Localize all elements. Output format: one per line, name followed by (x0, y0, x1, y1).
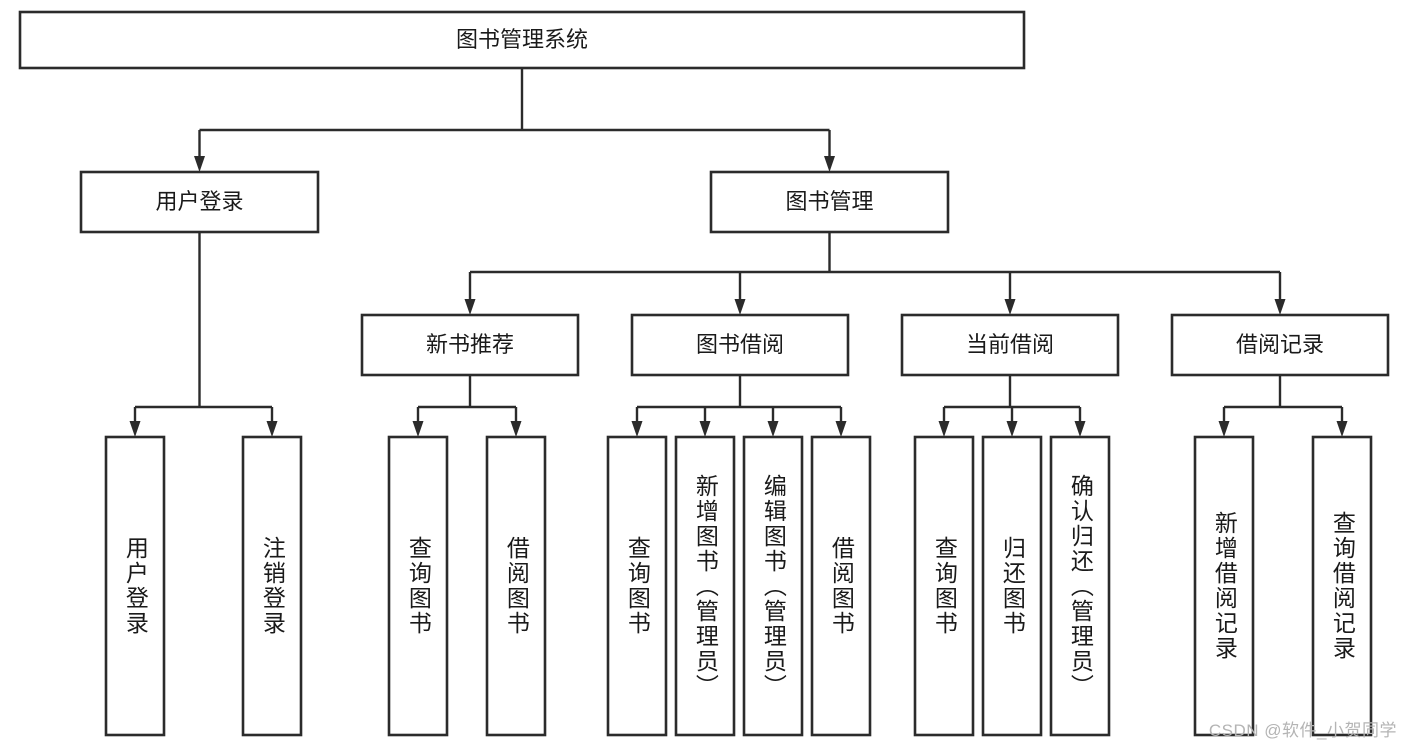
root-arrow-0 (194, 156, 205, 172)
leaf-node-1-rect (241, 435, 303, 737)
leaf-node-6[interactable] (742, 435, 804, 737)
leaf-node-0-rect (104, 435, 166, 737)
mgmt-arrow-3 (1274, 299, 1286, 315)
level3-node-2-rect (900, 313, 1120, 377)
level2-node-0[interactable]: 用户登录 (79, 170, 320, 234)
leaf-node-10-rect (1049, 435, 1111, 737)
level3-node-0-rect (360, 313, 580, 377)
root-arrow-1 (824, 156, 835, 172)
leaf-node-1[interactable] (241, 435, 303, 737)
leaf-node-2-rect (387, 435, 449, 737)
csdn-watermark: CSDN @软件_小贺同学 (1208, 721, 1397, 740)
level3-node-3-rect (1170, 313, 1390, 377)
sub-arrow-3-1 (1006, 421, 1018, 437)
root-node-label: 图书管理系统 (456, 27, 588, 52)
sub-arrow-4-0 (1218, 421, 1230, 437)
level3-node-2[interactable]: 当前借阅 (900, 313, 1120, 377)
leaf-node-7-rect (810, 435, 872, 737)
leaf-node-9[interactable] (981, 435, 1043, 737)
leaf-node-11[interactable] (1193, 435, 1255, 737)
leaf-node-5[interactable] (674, 435, 736, 737)
mgmt-arrow-0 (464, 299, 476, 315)
leaf-node-5-rect (674, 435, 736, 737)
sub-arrow-1-1 (510, 421, 522, 437)
level3-node-1-label: 图书借阅 (696, 332, 784, 357)
leaf-node-3[interactable] (485, 435, 547, 737)
sub-arrow-4-1 (1336, 421, 1348, 437)
leaf-node-11-rect (1193, 435, 1255, 737)
leaf-node-12-rect (1311, 435, 1373, 737)
level3-node-2-label: 当前借阅 (966, 332, 1054, 357)
leaf-node-9-rect (981, 435, 1043, 737)
level2-node-1-label: 图书管理 (785, 189, 873, 214)
connector-lines (129, 68, 1348, 437)
sub-arrow-2-2 (767, 421, 779, 437)
level3-node-3[interactable]: 借阅记录 (1170, 313, 1390, 377)
leaf-node-12[interactable] (1311, 435, 1373, 737)
level2-node-1-rect (709, 170, 950, 234)
sub-arrow-2-3 (835, 421, 847, 437)
leaf-node-10[interactable] (1049, 435, 1111, 737)
leaf-node-8[interactable] (913, 435, 975, 737)
mgmt-arrow-2 (1004, 299, 1016, 315)
leaf-node-6-rect (742, 435, 804, 737)
sub-arrow-0-0 (129, 421, 141, 437)
sub-arrow-2-1 (699, 421, 711, 437)
level2-node-0-label: 用户登录 (155, 189, 243, 214)
level3-node-1-rect (630, 313, 850, 377)
leaf-node-8-rect (913, 435, 975, 737)
leaf-node-3-rect (485, 435, 547, 737)
leaf-node-2[interactable] (387, 435, 449, 737)
leaf-node-0[interactable] (104, 435, 166, 737)
level3-node-0-label: 新书推荐 (426, 332, 514, 357)
root-node[interactable]: 图书管理系统 (18, 10, 1026, 70)
sub-arrow-1-0 (412, 421, 424, 437)
level2-node-1[interactable]: 图书管理 (709, 170, 950, 234)
leaf-node-4-rect (606, 435, 668, 737)
sub-arrow-2-0 (631, 421, 643, 437)
level3-node-0[interactable]: 新书推荐 (360, 313, 580, 377)
level3-node-1[interactable]: 图书借阅 (630, 313, 850, 377)
mgmt-arrow-1 (734, 299, 746, 315)
sub-arrow-3-2 (1074, 421, 1086, 437)
leaf-node-7[interactable] (810, 435, 872, 737)
leaf-node-4[interactable] (606, 435, 668, 737)
level3-node-3-label: 借阅记录 (1236, 332, 1324, 357)
sub-arrow-3-0 (938, 421, 950, 437)
sub-arrow-0-1 (266, 421, 278, 437)
root-node-rect (18, 10, 1026, 70)
level2-node-0-rect (79, 170, 320, 234)
